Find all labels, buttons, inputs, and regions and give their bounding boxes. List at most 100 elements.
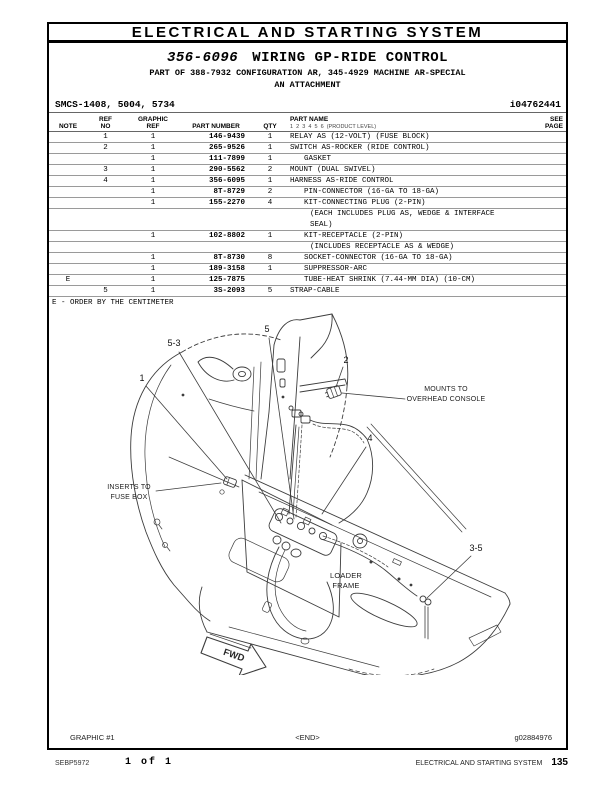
cell-part-name: SWITCH AS-ROCKER (RIDE CONTROL) — [290, 144, 430, 152]
order-note: E - ORDER BY THE CENTIMETER — [52, 299, 174, 307]
table-row: (INCLUDES RECEPTACLE AS & WEDGE) — [49, 242, 566, 253]
cell-ref-no — [87, 198, 124, 209]
cell-see-page — [534, 242, 566, 253]
table-row: 1 155-2270 4 KIT-CONNECTING PLUG (2-PIN) — [49, 198, 566, 209]
system-header-title: ELECTRICAL AND STARTING SYSTEM — [131, 23, 484, 41]
cell-see-page — [534, 198, 566, 209]
callout-5: 5 — [264, 324, 270, 334]
col-part-number: PART NUMBER — [192, 123, 240, 130]
cell-note — [49, 187, 87, 198]
callout-5-3: 5-3 — [167, 338, 181, 348]
cell-graphic-ref: 1 — [150, 287, 156, 295]
cell-part-number: 125-7875 — [208, 276, 245, 284]
cell-ref-no: 2 — [103, 144, 108, 152]
cell-qty: 1 — [267, 232, 273, 240]
cell-part-name: TUBE-HEAT SHRINK (7.44-MM DIA) (10-CM) — [304, 276, 476, 284]
table-row: 1 8T-8730 8 SOCKET-CONNECTOR (16-GA TO 1… — [49, 253, 566, 264]
cell-qty: 1 — [267, 265, 273, 273]
graphic-caption-row: GRAPHIC #1 <END> g02884976 — [49, 733, 566, 742]
cell-note — [49, 165, 87, 176]
cell-part-number: 3S-2093 — [213, 287, 245, 295]
product-level-scale: 1 2 3 4 5 6 (PRODUCT LEVEL) — [290, 124, 377, 130]
table-row: 1 1 146-9439 1 RELAY AS (12-VOLT) (FUSE … — [49, 132, 566, 143]
attachment-subtitle: AN ATTACHMENT — [274, 80, 341, 90]
cell-see-page — [534, 154, 566, 165]
cell-part-name: SOCKET-CONNECTOR (16-GA TO 18-GA) — [304, 254, 453, 262]
cell-note — [49, 286, 87, 297]
cell-ref-no: 5 — [103, 287, 108, 295]
callout-3-5: 3-5 — [469, 543, 483, 553]
cell-part-number: 189-3158 — [208, 265, 245, 273]
smcs-row: SMCS-1408, 5004, 5734 i04762441 — [49, 99, 566, 113]
cell-ref-no — [87, 275, 124, 286]
table-row: 1 8T-8729 2 PIN-CONNECTOR (16-GA TO 18-G… — [49, 187, 566, 198]
cell-qty — [250, 209, 290, 230]
cell-ref-no: 1 — [103, 133, 108, 141]
cell-note: E — [65, 276, 71, 284]
cell-graphic-ref: 1 — [150, 144, 156, 152]
cell-part-number: 356-6095 — [208, 177, 245, 185]
cell-graphic-ref: 1 — [150, 276, 156, 284]
cell-graphic-ref: 1 — [150, 232, 156, 240]
cell-graphic-ref: 1 — [150, 177, 156, 185]
cell-qty: 1 — [267, 133, 273, 141]
cell-graphic-ref: 1 — [150, 254, 156, 262]
cell-part-number — [182, 209, 250, 230]
cell-see-page — [534, 275, 566, 286]
cell-ref-no — [87, 154, 124, 165]
cell-ref-no — [87, 253, 124, 264]
table-row: 2 1 265-9526 1 SWITCH AS-ROCKER (RIDE CO… — [49, 143, 566, 154]
cell-see-page — [534, 165, 566, 176]
cell-part-name: HARNESS AS-RIDE CONTROL — [290, 177, 394, 185]
cell-ref-no — [87, 187, 124, 198]
cell-part-name: MOUNT (DUAL SWIVEL) — [290, 166, 376, 174]
cell-ref-no — [87, 264, 124, 275]
cell-note — [49, 132, 87, 143]
group-name: WIRING GP-RIDE CONTROL — [252, 50, 449, 66]
cell-see-page — [534, 209, 566, 230]
cell-see-page — [534, 143, 566, 154]
cell-ref-no: 3 — [103, 166, 108, 174]
cell-qty: 2 — [267, 166, 273, 174]
table-row: 4 1 356-6095 1 HARNESS AS-RIDE CONTROL — [49, 176, 566, 187]
col-note: NOTE — [58, 123, 78, 130]
table-row: 3 1 290-5562 2 MOUNT (DUAL SWIVEL) — [49, 165, 566, 176]
cell-qty: 2 — [267, 188, 273, 196]
table-row: 5 1 3S-2093 5 STRAP-CABLE — [49, 286, 566, 297]
cell-note — [49, 176, 87, 187]
end-marker: <END> — [295, 733, 320, 742]
cell-part-number — [182, 242, 250, 253]
cell-ref-no — [87, 209, 124, 230]
cell-graphic-ref: 1 — [150, 188, 156, 196]
cell-qty: 8 — [267, 254, 273, 262]
cell-part-name: KIT-CONNECTING PLUG (2-PIN) — [304, 199, 426, 207]
table-row: (EACH INCLUDES PLUG AS, WEDGE & INTERFAC… — [49, 209, 566, 231]
cell-part-number: 265-9526 — [208, 144, 245, 152]
cell-see-page — [534, 132, 566, 143]
callout-1: 1 — [139, 373, 145, 383]
cell-graphic-ref — [124, 242, 182, 253]
cell-note — [49, 143, 87, 154]
sheet-count: 1 of 1 — [125, 757, 174, 768]
cell-graphic-ref: 1 — [150, 166, 156, 174]
cell-note — [49, 253, 87, 264]
table-row: 1 102-8802 1 KIT-RECEPTACLE (2-PIN) — [49, 231, 566, 242]
cell-qty: 1 — [267, 144, 273, 152]
cell-part-number: 8T-8729 — [213, 188, 245, 196]
cell-part-number: 102-8802 — [208, 232, 245, 240]
smcs-codes: SMCS-1408, 5004, 5734 — [55, 99, 175, 110]
cell-graphic-ref: 1 — [150, 265, 156, 273]
graphic-number: GRAPHIC #1 — [70, 733, 115, 742]
cell-see-page — [534, 187, 566, 198]
